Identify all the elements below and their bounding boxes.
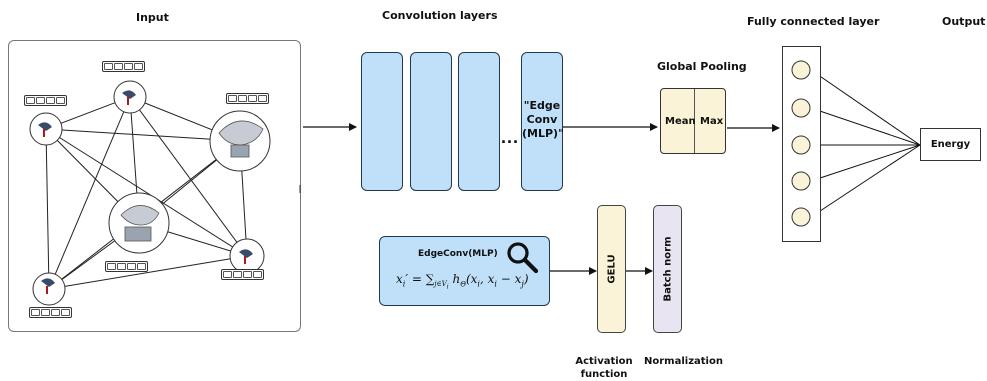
input-graph xyxy=(29,80,271,306)
pool-mean-label: Mean xyxy=(665,116,696,127)
edgeconv-mlp-title: EdgeConv(MLP) xyxy=(418,249,498,259)
pool-divider xyxy=(694,89,695,153)
input-label: Input xyxy=(136,11,169,24)
edgeconv-mlp-box: EdgeConv(MLP) xi′ = ∑j∈Vi hΘ(xi, xi − xj… xyxy=(379,236,550,306)
conv-ellipsis: ... xyxy=(501,127,520,147)
node-feature-tag xyxy=(105,261,148,272)
fc-node xyxy=(791,60,811,80)
global-pooling-box: Mean Max xyxy=(660,88,726,154)
output-label: Output xyxy=(942,15,986,28)
gelu-label: GELU xyxy=(606,254,617,284)
graph-edge xyxy=(48,96,131,290)
node-feature-tag xyxy=(221,269,264,280)
graph-edge xyxy=(45,128,241,142)
conv-layer-block xyxy=(458,52,500,191)
edgeconv-formula: xi′ = ∑j∈Vi hΘ(xi, xi − xj) xyxy=(396,272,529,291)
telescope-icon xyxy=(38,90,253,294)
normalization-label: Normalization xyxy=(644,356,723,367)
fc-nodes xyxy=(791,60,811,227)
node-feature-tag xyxy=(226,93,269,104)
conv-layer-block xyxy=(361,52,403,191)
fully-connected-layer-label: Fully connected layer xyxy=(747,15,880,28)
graph-edge xyxy=(129,96,248,257)
convolution-layers-label: Convolution layers xyxy=(382,9,498,22)
graph-edge xyxy=(48,255,248,290)
node-feature-tag xyxy=(24,95,67,106)
fc-node xyxy=(791,98,811,118)
node-feature-tag xyxy=(102,61,145,72)
graph-edge xyxy=(45,128,50,290)
edgeconv-layer-block: "Edge Conv (MLP)" xyxy=(521,52,564,191)
gelu-activation-bar: GELU xyxy=(597,205,626,333)
batch-norm-bar: Batch norm xyxy=(653,205,682,333)
global-pooling-label: Global Pooling xyxy=(657,60,747,73)
edgeconv-label: "Edge Conv (MLP)" xyxy=(522,99,564,140)
fc-to-output-lines xyxy=(810,69,921,218)
fc-node xyxy=(791,207,811,227)
conv-layer-block xyxy=(410,52,452,191)
search-icon xyxy=(507,242,539,274)
batch-norm-label: Batch norm xyxy=(662,236,673,302)
energy-output-box: Energy xyxy=(920,128,981,161)
node-feature-tag xyxy=(29,307,72,318)
fc-node xyxy=(791,171,811,191)
graph-edge xyxy=(45,128,248,257)
fc-node xyxy=(791,135,811,155)
activation-function-label: Activation function xyxy=(575,356,633,380)
pool-max-label: Max xyxy=(700,116,724,127)
input-graph-panel xyxy=(8,40,301,332)
telescope-icon xyxy=(120,120,264,242)
